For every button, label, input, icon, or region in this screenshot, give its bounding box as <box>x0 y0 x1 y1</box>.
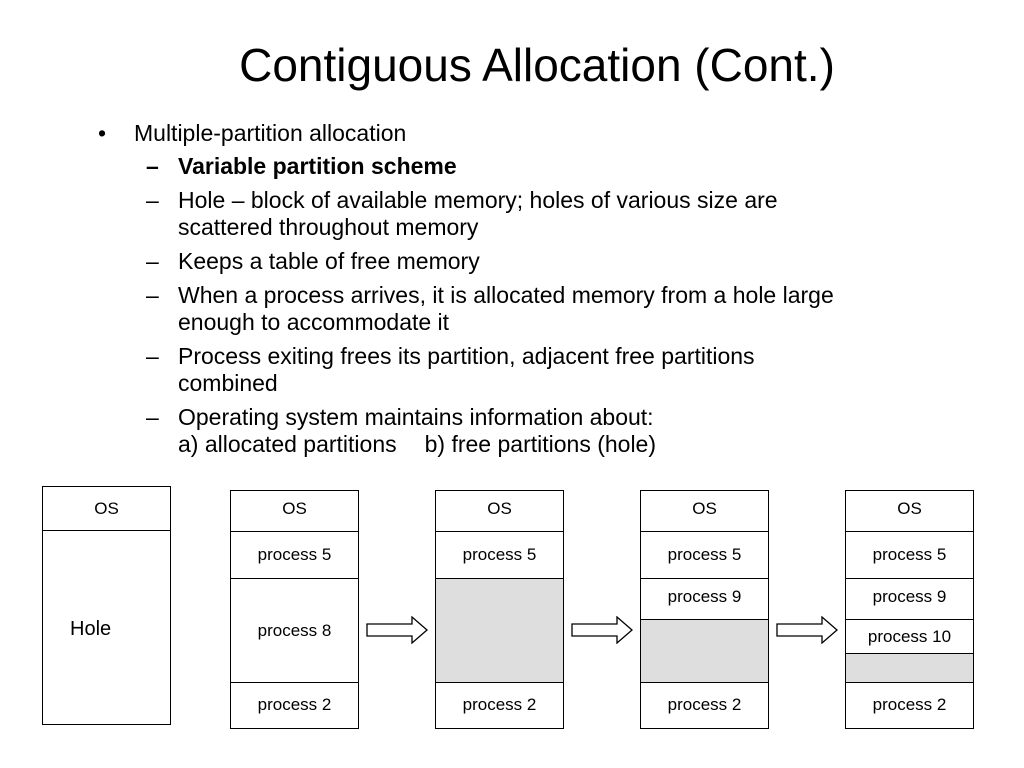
memory-block-3: OS process 5 process 9 process 2 <box>640 490 769 729</box>
right-arrow-icon <box>776 616 838 644</box>
segment-os: OS <box>897 499 922 518</box>
dash-marker: – <box>146 343 159 369</box>
sub-bullet-line: Operating system maintains information a… <box>178 404 654 430</box>
sub-bullet-line: Variable partition scheme <box>178 153 457 179</box>
segment-os: OS <box>94 498 119 518</box>
segment-free-hole <box>436 578 563 682</box>
sub-bullet-line: When a process arrives, it is allocated … <box>178 282 834 308</box>
dash-marker: – <box>146 282 159 308</box>
memory-block-4: OS process 5 process 9 process 10 proces… <box>845 490 974 729</box>
sub-bullet-line: Keeps a table of free memory <box>178 248 480 274</box>
segment-process-2: process 2 <box>846 682 973 727</box>
segment-process-8: process 8 <box>231 578 358 682</box>
sub-bullet-line: Process exiting frees its partition, adj… <box>178 343 755 369</box>
segment-free-hole <box>641 619 768 682</box>
dash-marker: – <box>146 187 159 213</box>
bullet-list: • Multiple-partition allocation – Variab… <box>96 120 976 465</box>
sub-bullet-line: combined <box>178 370 278 396</box>
segment-process-5: process 5 <box>846 531 973 578</box>
bullet-main: • Multiple-partition allocation <box>96 120 976 147</box>
sub-bullet-line: Hole – block of available memory; holes … <box>178 187 778 213</box>
free-partitions-text: b) free partitions (hole) <box>424 431 657 457</box>
segment-process-2: process 2 <box>436 682 563 727</box>
memory-diagram: OS Hole OS process 5 process 8 process 2… <box>0 478 1024 738</box>
sub-bullet-line: enough to accommodate it <box>178 309 450 335</box>
sub-bullet-hole: – Hole – block of available memory; hole… <box>96 187 976 241</box>
memory-block-initial: OS Hole <box>42 486 171 725</box>
segment-os: OS <box>692 499 717 518</box>
dash-marker: – <box>146 153 159 179</box>
allocated-partitions-text: a) allocated partitions <box>178 431 397 457</box>
sub-bullet-free-table: – Keeps a table of free memory <box>96 248 976 275</box>
sub-bullet-process-exits: – Process exiting frees its partition, a… <box>96 343 976 397</box>
right-arrow-icon <box>366 616 428 644</box>
bullet-main-text: Multiple-partition allocation <box>134 120 407 146</box>
segment-free-hole <box>846 653 973 682</box>
bullet-marker: • <box>98 120 107 146</box>
segment-process-10: process 10 <box>846 619 973 653</box>
slide-title: Contiguous Allocation (Cont.) <box>239 39 835 91</box>
segment-process-2: process 2 <box>641 682 768 727</box>
memory-block-1: OS process 5 process 8 process 2 <box>230 490 359 729</box>
segment-process-5: process 5 <box>641 531 768 578</box>
sub-bullet-variable-partition: – Variable partition scheme <box>96 153 976 180</box>
segment-hole: Hole <box>43 530 170 723</box>
segment-process-9: process 9 <box>641 578 768 619</box>
dash-marker: – <box>146 248 159 274</box>
sub-bullet-line-split: a) allocated partitions b) free partition… <box>178 431 976 458</box>
segment-os: OS <box>487 499 512 518</box>
sub-bullet-os-info: – Operating system maintains information… <box>96 404 976 458</box>
sub-bullet-process-arrives: – When a process arrives, it is allocate… <box>96 282 976 336</box>
segment-process-5: process 5 <box>436 531 563 578</box>
memory-block-2: OS process 5 process 2 <box>435 490 564 729</box>
segment-process-5: process 5 <box>231 531 358 578</box>
right-arrow-icon <box>571 616 633 644</box>
dash-marker: – <box>146 404 159 430</box>
segment-os: OS <box>282 499 307 518</box>
sub-bullet-line: scattered throughout memory <box>178 214 479 240</box>
segment-process-9: process 9 <box>846 578 973 619</box>
segment-process-2: process 2 <box>231 682 358 727</box>
